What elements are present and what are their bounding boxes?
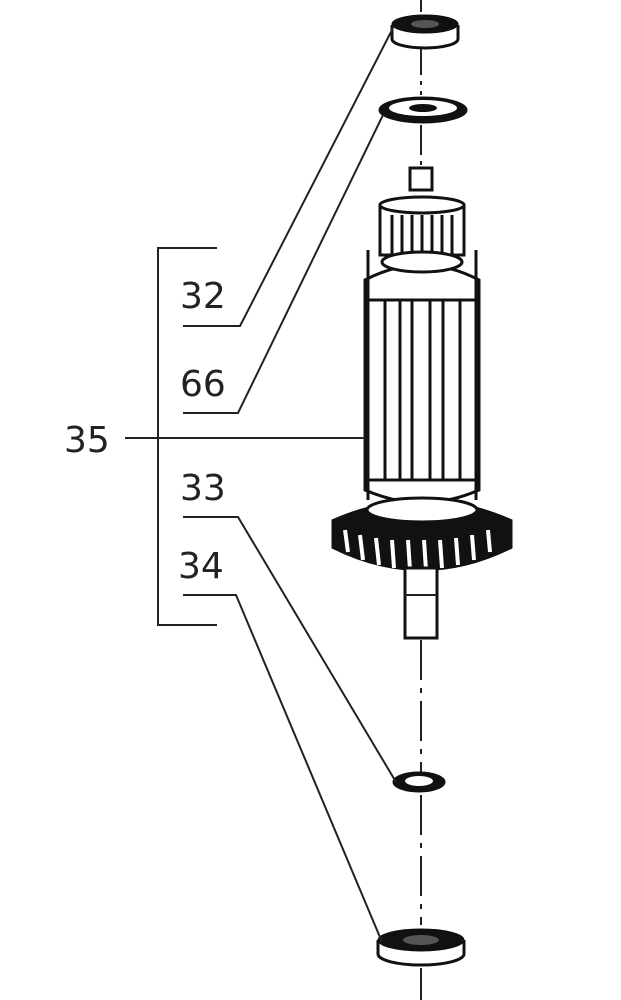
assembly-bracket [157,247,217,626]
callout-33: 33 [180,468,226,509]
bearing-part-32[interactable] [390,14,460,50]
callout-34: 34 [178,546,224,587]
armature-part-35[interactable] [331,166,513,640]
callout-32: 32 [180,276,226,317]
leader-lines [125,27,397,943]
bearing-part-34[interactable] [376,928,466,967]
washer-part-33[interactable] [392,771,446,793]
callout-66: 66 [180,364,226,405]
washer-part-66[interactable] [378,96,468,124]
callout-35: 35 [64,420,110,461]
